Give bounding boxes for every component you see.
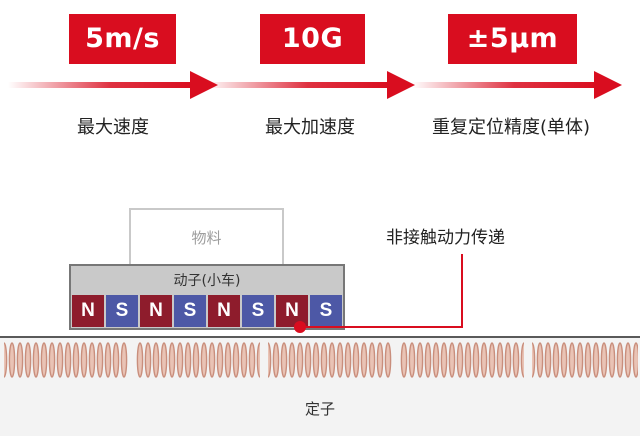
material-box: 物料 [129,208,284,266]
spec-repeat-accuracy: ±5μm 重复定位精度(单体) [412,14,622,149]
spec-label: 重复定位精度(单体) [431,117,591,138]
magnet-n: N [72,295,104,327]
magnet-s: S [242,295,274,327]
spec-value-badge: 10G [260,14,365,64]
spec-max-speed: 5m/s 最大速度 [8,14,218,149]
stator-label: 定子 [304,400,335,418]
spec-label: 最大加速度 [265,117,355,138]
coil-winding-icon [4,338,638,382]
spec-max-acceleration: 10G 最大加速度 [205,14,415,149]
spec-value-badge: ±5μm [448,14,577,64]
gradient-arrow-icon [8,71,218,99]
gradient-arrow-icon [205,71,415,99]
callout-label: 非接触动力传递 [386,228,505,248]
mover-label: 动子(小车) [173,273,241,289]
magnet-array: N S N S N S N S [72,295,342,327]
stator-track: 定子 [0,336,640,436]
magnet-s: S [106,295,138,327]
magnet-s: S [310,295,342,327]
magnet-n: N [276,295,308,327]
spec-label: 最大速度 [77,117,149,138]
spec-value-badge: 5m/s [69,14,176,64]
mover-cart: 动子(小车) N S N S N S N S [69,264,345,330]
magnet-n: N [208,295,240,327]
gradient-arrow-icon [412,71,622,99]
magnet-n: N [140,295,172,327]
magnet-s: S [174,295,206,327]
